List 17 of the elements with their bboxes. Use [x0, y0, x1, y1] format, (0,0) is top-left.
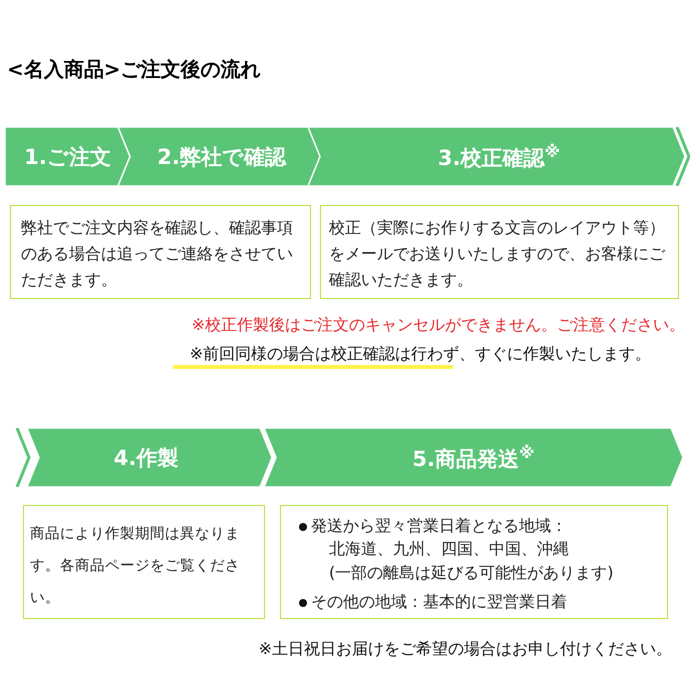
step-label: 1.ご注文 — [24, 144, 111, 170]
note-box: 弊社でご注文内容を確認し、確認事項のある場合は追ってご連絡をさせていただきます。 — [10, 205, 311, 299]
list-text: その他の地域：基本的に翌営業日着 — [311, 591, 567, 613]
title: <名入商品>ご注文後の流れ — [7, 56, 261, 83]
step-label: 5.商品発送$^{※}$ — [412, 442, 535, 472]
step-label: 2.弊社で確認 — [157, 144, 286, 170]
step-label: 3.校正確認$^{※}$ — [438, 142, 560, 172]
list-text: 北海道、九州、四国、中国、沖縄 — [329, 538, 569, 560]
list-text: 発送から翌々営業日着となる地域： — [311, 515, 567, 537]
step-label: 4.作製 — [114, 444, 178, 472]
note-text: ※土日祝日お届けをご希望の場合はお申し付けください。 — [258, 639, 672, 660]
note-box: 商品により作製期間は異なります。各商品ページをご覧ください。 — [23, 505, 265, 619]
note-text: ※校正作製後はご注文のキャンセルができません。ご注意ください。 — [192, 315, 685, 336]
list-text: (一部の離島は延びる可能性があります) — [329, 562, 614, 584]
note-box: 校正（実際にお作りする文言のレイアウト等）をメールでお送りいたしますので、お客様にご確認いただきます。 — [320, 205, 679, 299]
note-text: ※前回同様の場合は校正確認は行わず、すぐに作製いたします。 — [190, 344, 651, 365]
note-box — [280, 505, 668, 619]
